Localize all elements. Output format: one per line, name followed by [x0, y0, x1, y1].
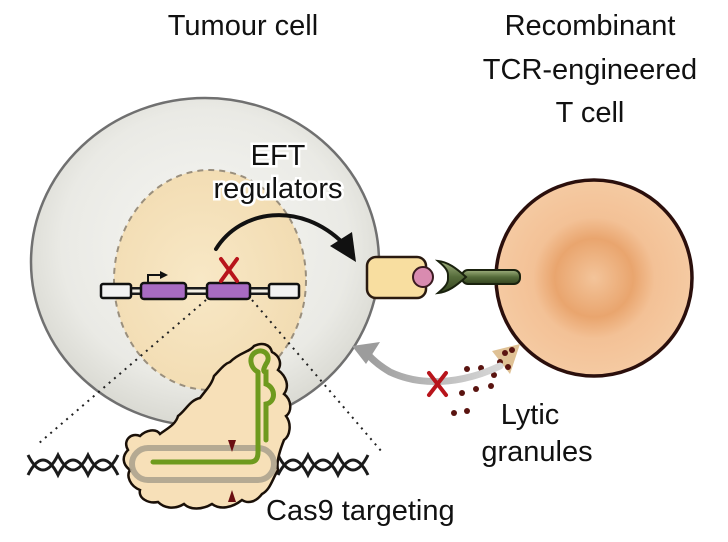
- cas9-label: Cas9 targeting: [266, 495, 455, 527]
- cut-site-bottom-icon: [228, 490, 236, 502]
- tcell-title-line2: TCR-engineered: [483, 54, 697, 86]
- tcell-title-line1: Recombinant: [505, 10, 676, 42]
- blocked-killing-arrow: [352, 342, 504, 386]
- zoom-lines: [37, 299, 383, 453]
- lytic-label-line2: granules: [481, 436, 592, 468]
- tcell-title-line3: T cell: [556, 97, 625, 129]
- cas9-protein: [122, 342, 292, 510]
- tumour-nucleus: [113, 169, 307, 391]
- knockout-x-icon: [219, 257, 239, 283]
- gene-locus: [99, 257, 301, 301]
- tcr-receptor: [434, 259, 521, 295]
- peptide-antigen: [412, 266, 434, 288]
- tumour-cell-title: Tumour cell: [168, 10, 318, 42]
- cut-site-top-icon: [228, 440, 236, 452]
- dna-helix-left: [26, 451, 120, 479]
- tcell-body: [494, 178, 694, 378]
- exon-utr-left: [99, 282, 133, 300]
- exon-utr-right: [267, 282, 301, 300]
- exon-1: [139, 281, 188, 301]
- eft-label-line1: EFT: [251, 140, 306, 172]
- eft-arrow: [214, 213, 356, 262]
- eft-label-line2: regulators: [214, 173, 343, 205]
- guide-rna: [150, 348, 276, 465]
- dna-bubble: [129, 445, 277, 483]
- dna-helix-right: [276, 451, 370, 479]
- exon-2: [205, 281, 252, 301]
- blocked-x-icon: [427, 371, 448, 397]
- lytic-label-line1: Lytic: [501, 399, 560, 431]
- transcription-start-arrow-icon: [147, 271, 168, 282]
- mhc-peptide-complex: [365, 255, 434, 300]
